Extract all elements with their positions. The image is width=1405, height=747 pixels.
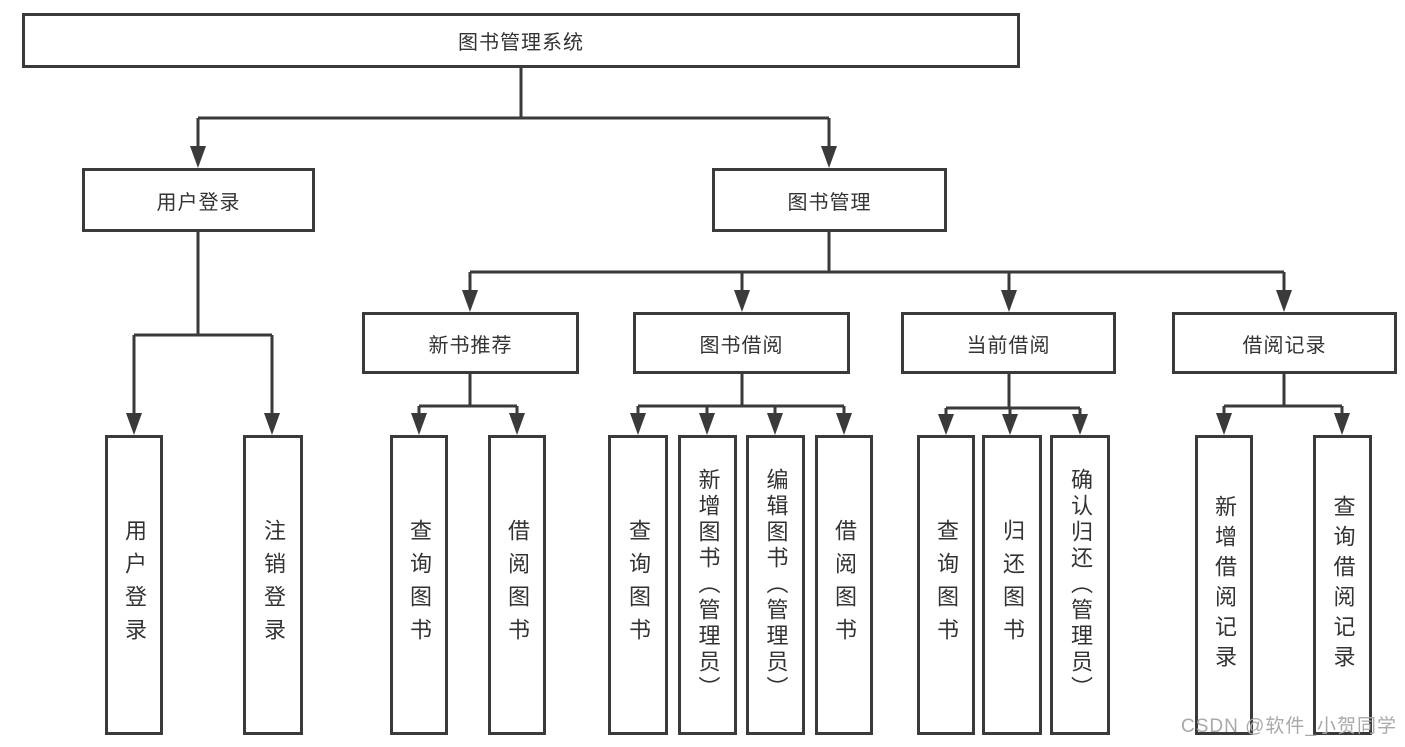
node-new-books-label: 新书推荐 xyxy=(428,334,513,357)
csdn-watermark: CSDN @软件_小贺同学 xyxy=(1181,716,1397,737)
leaf-borrow-books-2-label: 借阅图书 xyxy=(832,519,857,651)
leaf-search-books-2: 查询图书 xyxy=(608,435,668,735)
leaf-add-borrow-record-label: 新增借阅记录 xyxy=(1212,495,1237,675)
leaf-return-books-label: 归还图书 xyxy=(1000,519,1025,651)
node-book-mgmt-label: 图书管理 xyxy=(787,191,872,214)
leaf-search-books-3: 查询图书 xyxy=(917,435,975,735)
node-borrow-records-label: 借阅记录 xyxy=(1242,334,1327,357)
node-user-login-label: 用户登录 xyxy=(156,191,241,214)
leaf-add-books-admin-label: 新增图书（管理员） xyxy=(695,468,721,702)
node-current-borrow-label: 当前借阅 xyxy=(966,334,1051,357)
leaf-add-books-admin: 新增图书（管理员） xyxy=(678,435,737,735)
node-new-books: 新书推荐 xyxy=(362,312,579,374)
leaf-user-login: 用户登录 xyxy=(105,435,163,735)
leaf-search-books-1-label: 查询图书 xyxy=(407,519,432,651)
node-borrowing-label: 图书借阅 xyxy=(699,334,784,357)
leaf-user-login-label: 用户登录 xyxy=(122,519,147,651)
leaf-search-borrow-record-label: 查询借阅记录 xyxy=(1330,495,1356,675)
leaf-add-borrow-record: 新增借阅记录 xyxy=(1195,435,1253,735)
leaf-return-books: 归还图书 xyxy=(982,435,1042,735)
leaf-search-books-3-label: 查询图书 xyxy=(934,519,959,651)
node-book-mgmt: 图书管理 xyxy=(712,168,947,232)
node-root-label: 图书管理系统 xyxy=(458,32,584,54)
leaf-search-books-2-label: 查询图书 xyxy=(626,519,651,651)
leaf-search-books-1: 查询图书 xyxy=(390,435,448,735)
leaf-logout: 注销登录 xyxy=(243,435,303,735)
leaf-borrow-books-1-label: 借阅图书 xyxy=(505,519,530,651)
node-current-borrow: 当前借阅 xyxy=(901,312,1116,374)
leaf-borrow-books-1: 借阅图书 xyxy=(488,435,546,735)
leaf-confirm-return-admin-label: 确认归还（管理员） xyxy=(1068,468,1093,702)
leaf-confirm-return-admin: 确认归还（管理员） xyxy=(1050,435,1110,735)
node-borrowing: 图书借阅 xyxy=(633,312,850,374)
leaf-edit-books-admin: 编辑图书（管理员） xyxy=(746,435,805,735)
node-borrow-records: 借阅记录 xyxy=(1172,312,1397,374)
leaf-search-borrow-record: 查询借阅记录 xyxy=(1313,435,1372,735)
leaf-edit-books-admin-label: 编辑图书（管理员） xyxy=(763,468,789,702)
leaf-logout-label: 注销登录 xyxy=(261,519,286,651)
node-user-login: 用户登录 xyxy=(82,168,315,232)
node-root: 图书管理系统 xyxy=(22,13,1020,68)
leaf-borrow-books-2: 借阅图书 xyxy=(815,435,873,735)
